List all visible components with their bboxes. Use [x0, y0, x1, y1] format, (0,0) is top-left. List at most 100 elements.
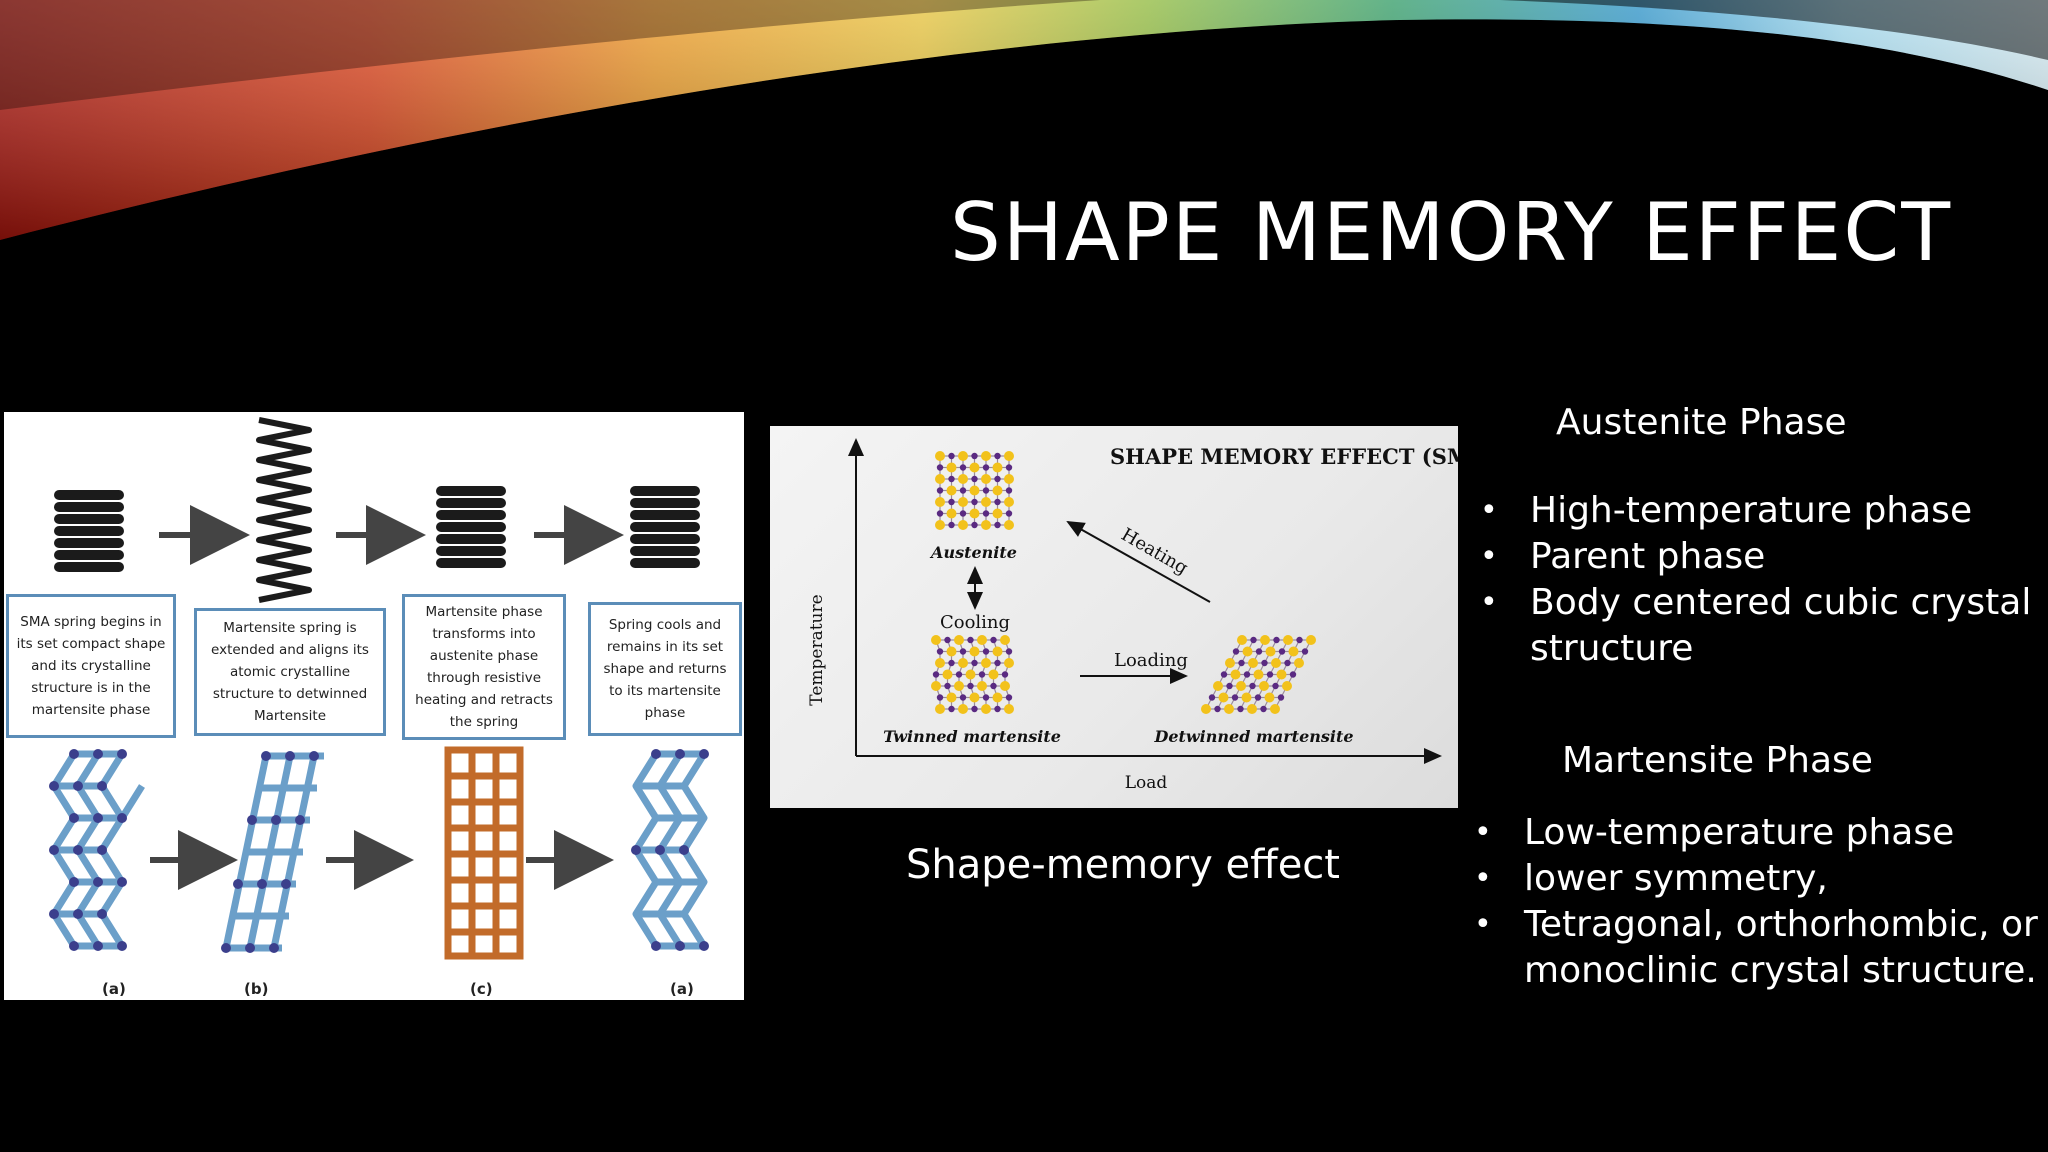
lattice-atom — [1004, 658, 1014, 668]
lattice-atom — [971, 452, 978, 460]
lattice-atom — [1288, 646, 1299, 657]
spring-sequence-figure: SMA spring begins in its set compact sha… — [4, 412, 744, 1000]
lattice-atom — [1243, 671, 1251, 678]
lattice-atom — [1232, 648, 1240, 655]
lattice-atom — [1249, 682, 1256, 690]
martensite-heading: Martensite Phase — [1562, 740, 1873, 781]
lattice-atom — [982, 694, 990, 701]
sme-diagram-drawing: SHAPE MEMORY EFFECT (SME Temperature Loa… — [807, 438, 1458, 793]
caption-d-text: Spring cools and remains in its set shap… — [603, 617, 727, 721]
lattice-atom — [936, 487, 944, 494]
lattice-atom — [936, 464, 944, 471]
lattice-atom — [1004, 451, 1014, 461]
transition-loading: Loading — [1114, 650, 1188, 671]
lattice-atom — [1278, 648, 1286, 655]
lattice-atom — [1260, 705, 1267, 713]
lattice-atom — [1270, 704, 1280, 714]
lattice-atom — [931, 635, 941, 645]
lattice-atom — [1005, 487, 1013, 494]
extended-spring-b — [256, 417, 312, 603]
lattice-atom — [1296, 636, 1303, 644]
heating-arrow — [1066, 521, 1211, 603]
lattice-atom — [958, 658, 968, 668]
lattice-atom — [969, 508, 980, 519]
lattice-atom — [971, 659, 978, 667]
list-item-continuation: monoclinic crystal structure. — [1474, 948, 2038, 994]
lattice-atom — [969, 462, 980, 473]
lattice-atom — [982, 464, 990, 471]
caption-a-text: SMA spring begins in its set compact sha… — [16, 614, 166, 718]
lattice-atom — [948, 475, 955, 483]
lattice-atom — [994, 659, 1001, 667]
lattice-atom — [992, 462, 1003, 473]
sub-label-b: (b) — [244, 980, 269, 998]
martensite-bullet-list: •Low-temperature phase •lower symmetry, … — [1474, 810, 2038, 994]
lattice-atom — [955, 671, 963, 678]
lattice-atom — [1271, 658, 1281, 668]
lattice-atom — [965, 669, 976, 680]
lattice-atom — [932, 671, 940, 678]
bullet-icon: • — [1480, 539, 1498, 574]
lattice-atom — [959, 464, 967, 471]
lattice-atom — [948, 498, 955, 506]
lattice-atom — [958, 520, 968, 530]
lattice-atom — [990, 636, 997, 644]
lattice-atom — [948, 521, 955, 529]
lattice-atom — [992, 692, 1003, 703]
decorative-swoosh — [0, 0, 2048, 240]
list-item: •High-temperature phase — [1480, 488, 2031, 534]
lattice-atom — [954, 681, 964, 691]
lattice-atom — [1004, 474, 1014, 484]
lattice-atom — [948, 705, 955, 713]
lattice-atom — [1005, 648, 1013, 655]
lattice-atom — [1264, 692, 1275, 703]
lattice-atom — [1226, 682, 1233, 690]
list-item: •Tetragonal, orthorhombic, or — [1474, 902, 2038, 948]
detwinned-martensite-lattice — [1201, 635, 1316, 714]
lattice-atom — [959, 648, 967, 655]
lattice-atom — [946, 485, 957, 496]
lattice-atom — [1000, 635, 1010, 645]
lattice-atom — [1230, 669, 1241, 680]
lattice-atom — [1004, 497, 1014, 507]
lattice-atom — [944, 636, 951, 644]
lattice-atom — [1247, 704, 1257, 714]
lattice-atom — [1004, 520, 1014, 530]
lattice-atom — [981, 474, 991, 484]
lattice-atom — [1225, 658, 1235, 668]
lattice-atom — [1237, 705, 1244, 713]
list-item: •lower symmetry, — [1474, 856, 2038, 902]
lattice-atom — [1248, 658, 1258, 668]
list-item: •Parent phase — [1480, 534, 2031, 580]
lattice-atom — [1301, 648, 1309, 655]
lattice-atom — [946, 508, 957, 519]
lattice-atom — [1265, 646, 1276, 657]
lattice-atom — [1259, 681, 1269, 691]
diagram-title: SHAPE MEMORY EFFECT (SME — [1110, 444, 1458, 469]
lattice-atom — [1283, 635, 1293, 645]
lattice-atom — [1242, 646, 1253, 657]
lattice-atom — [958, 451, 968, 461]
lattice-atom — [971, 498, 978, 506]
lattice-atom — [948, 659, 955, 667]
bullet-text: Body centered cubic crystal — [1530, 582, 2032, 623]
lattice-atom — [1236, 681, 1246, 691]
sub-label-a2: (a) — [670, 980, 694, 998]
lattice-atom — [1255, 648, 1263, 655]
lattice-atom — [1272, 682, 1279, 690]
twinned-martensite-lattice — [931, 635, 1014, 714]
bullet-icon: • — [1474, 907, 1492, 942]
compact-spring-a2 — [630, 486, 700, 568]
bullet-icon: • — [1474, 815, 1492, 850]
sub-label-c: (c) — [470, 980, 493, 998]
bullet-text: lower symmetry, — [1524, 858, 1828, 899]
bullet-icon: • — [1480, 585, 1498, 620]
bullet-text: Low-temperature phase — [1524, 812, 1955, 853]
lattice-atom — [994, 705, 1001, 713]
lattice-atom — [1250, 636, 1257, 644]
lattice-atom — [994, 521, 1001, 529]
lattice-atom — [946, 646, 957, 657]
lattice-atom — [981, 497, 991, 507]
lattice-atom — [959, 510, 967, 517]
lattice-atom — [936, 648, 944, 655]
